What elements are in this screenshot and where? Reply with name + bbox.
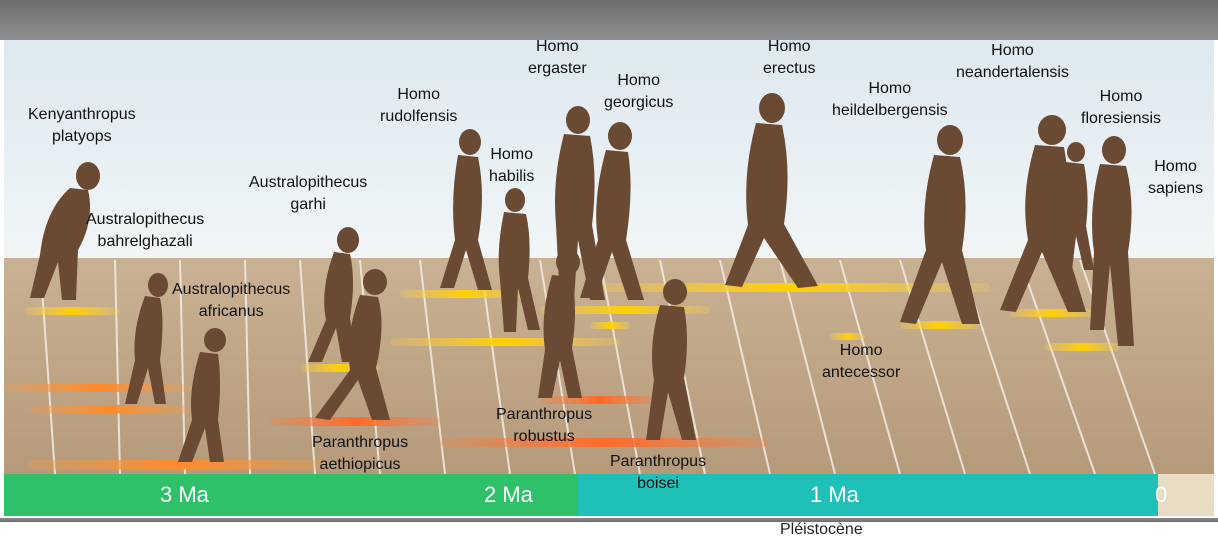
- tick-0: 0: [1155, 482, 1167, 508]
- figure-robustus: [538, 249, 582, 398]
- figure-sapiens: [1090, 136, 1134, 346]
- figure-africanus: [178, 328, 226, 462]
- figure-boisei: [646, 279, 696, 440]
- figure-heidelbergensis: [900, 125, 980, 324]
- figure-rudolfensis: [440, 129, 492, 290]
- tick-3ma: 3 Ma: [160, 482, 209, 508]
- epoch-label: Pléistocène: [780, 521, 863, 539]
- tick-1ma: 1 Ma: [810, 482, 859, 508]
- figure-erectus: [725, 93, 818, 288]
- bottom-border: [0, 518, 1218, 522]
- tick-2ma: 2 Ma: [484, 482, 533, 508]
- figure-floresiensis: [1062, 142, 1094, 270]
- figure-habilis: [499, 188, 540, 332]
